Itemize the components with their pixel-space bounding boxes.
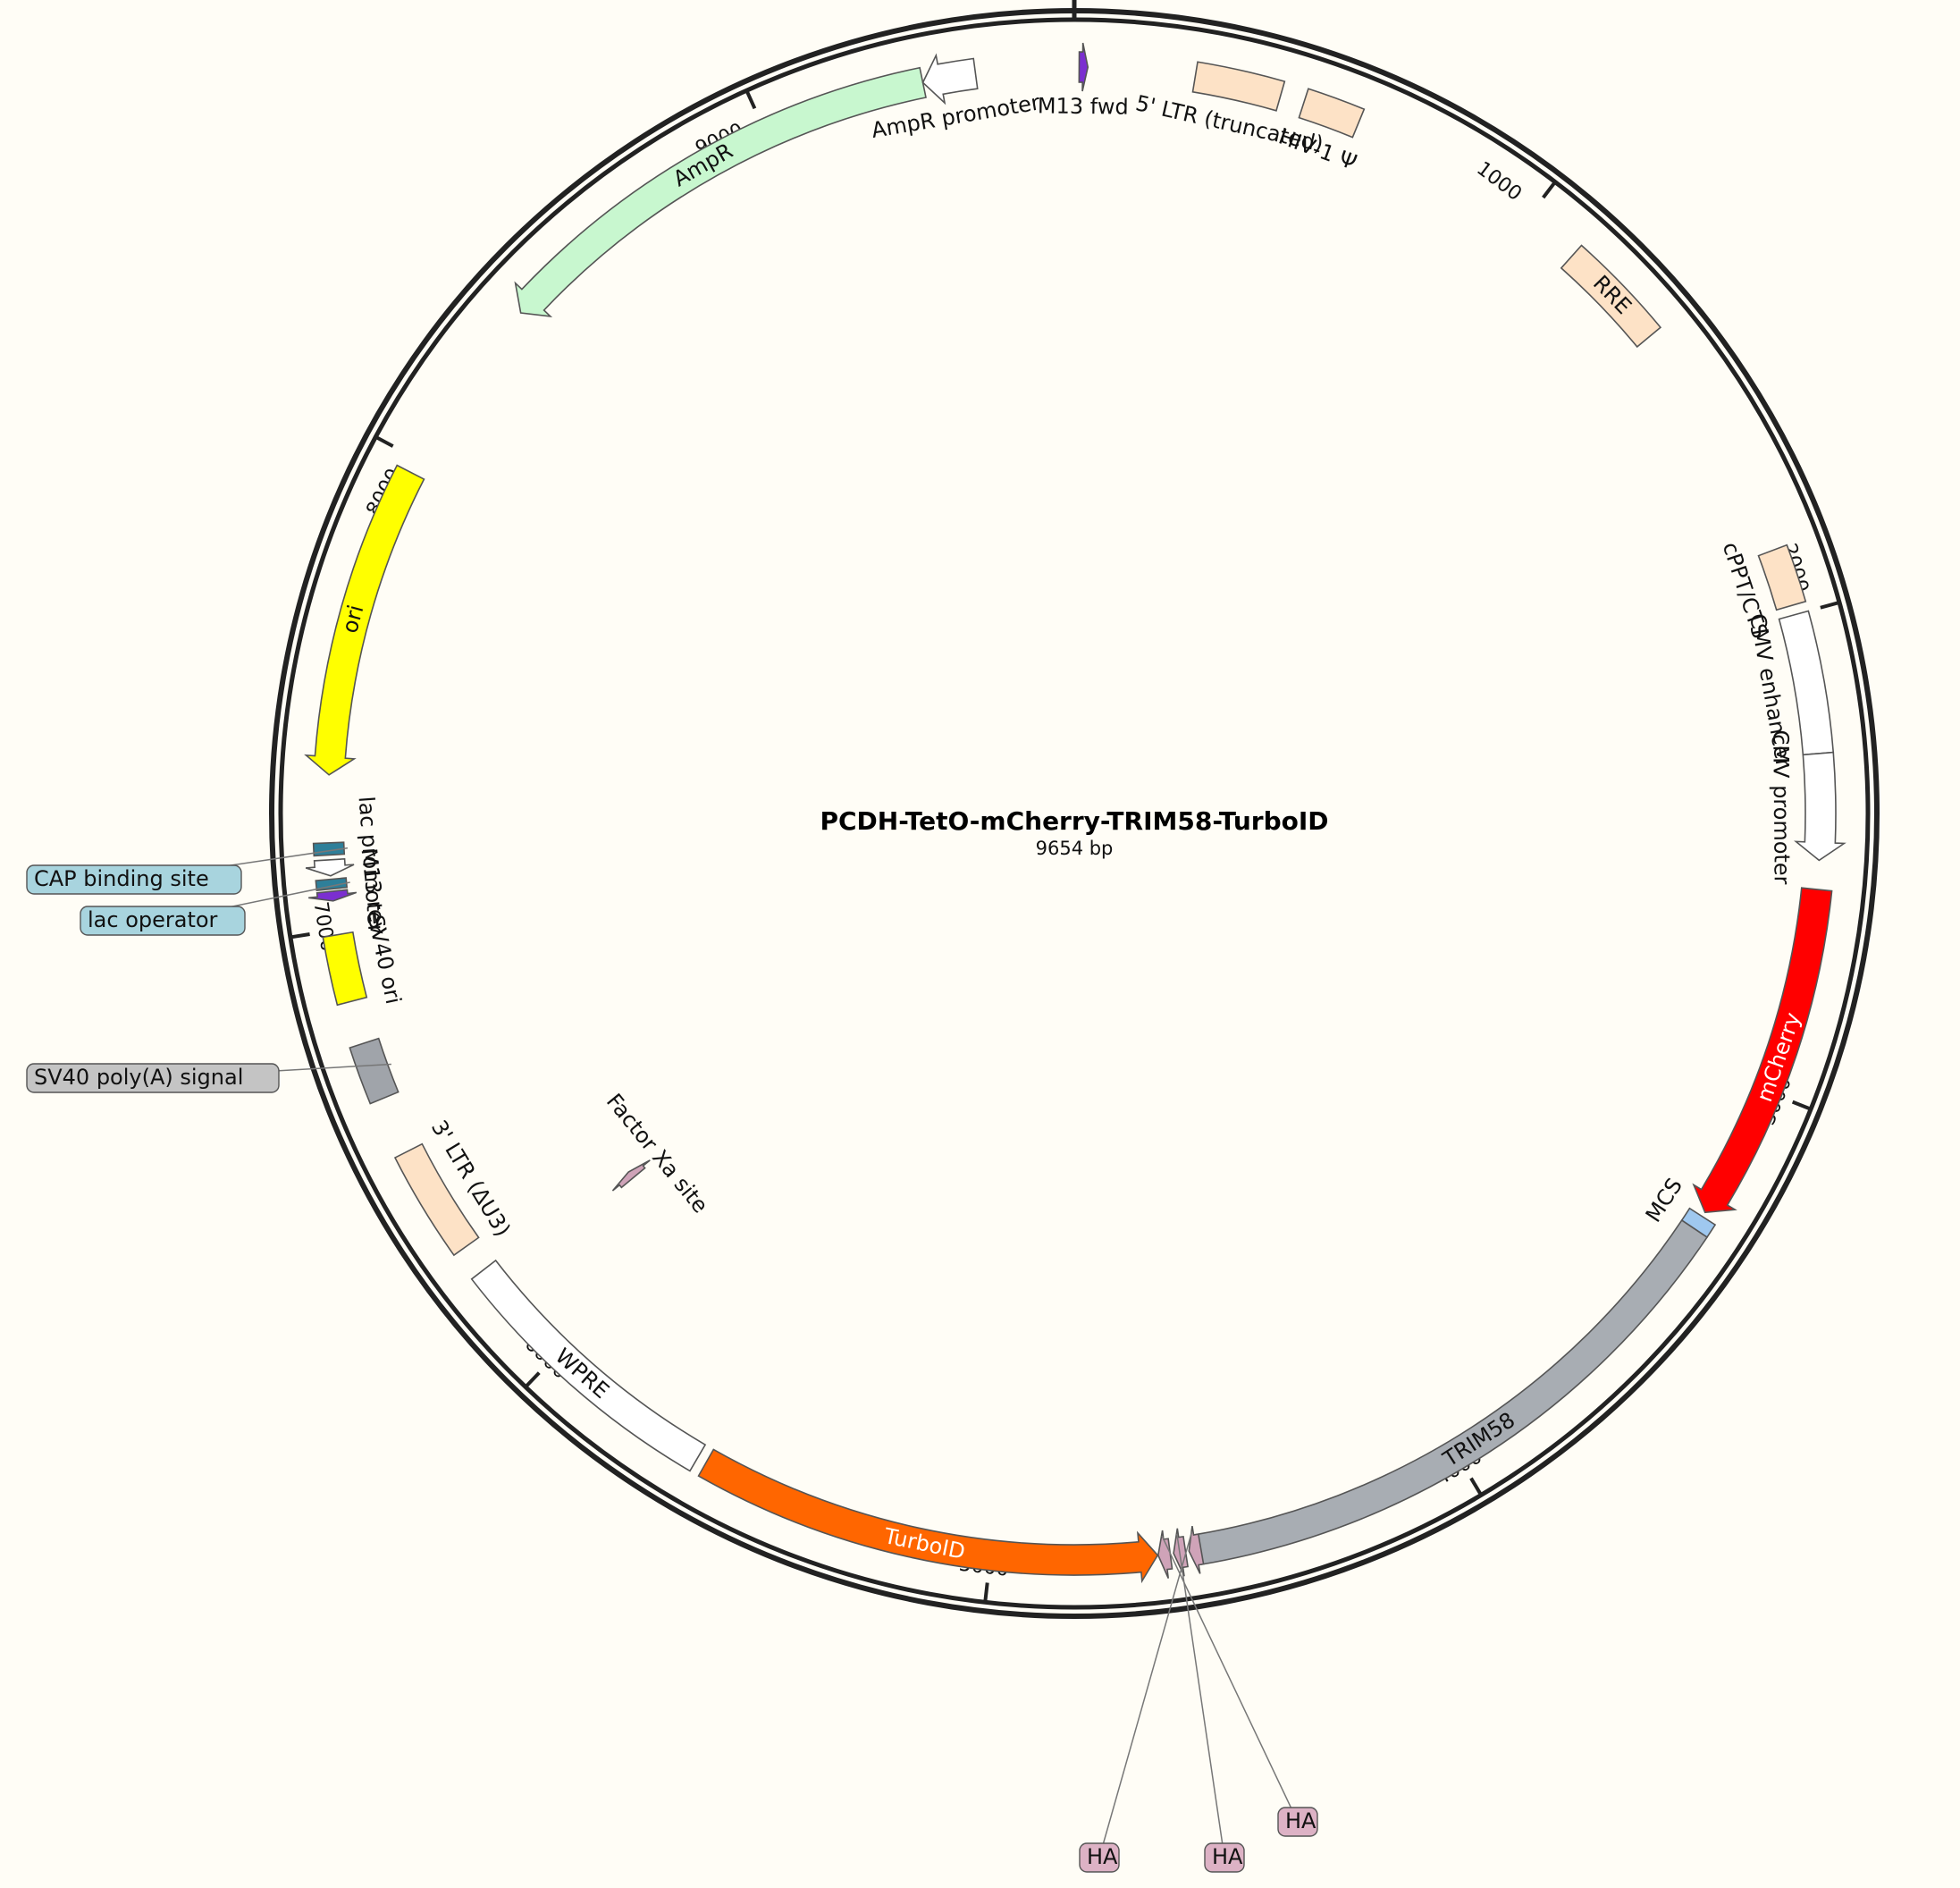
feature-mcherry[interactable] <box>1692 887 1833 1214</box>
feature-layer <box>304 42 1846 1584</box>
feature-rre[interactable] <box>1560 244 1662 349</box>
label-ha-3: HA <box>1285 1808 1316 1833</box>
leader-line <box>1161 1535 1299 1823</box>
tick-mark <box>1791 1100 1812 1111</box>
feature-sv40-polya[interactable] <box>349 1037 400 1105</box>
tick-mark <box>744 89 757 110</box>
label-tag-ha-2 <box>1204 1842 1245 1873</box>
label-lac-op: lac operator <box>88 907 218 932</box>
feature-turboid[interactable] <box>697 1448 1159 1584</box>
tick-mark <box>524 1371 541 1388</box>
feature-hiv1-psi[interactable] <box>1298 88 1366 139</box>
label-m13-fwd: M13 fwd <box>1038 93 1129 119</box>
feature-factor-xa[interactable] <box>611 1159 651 1192</box>
label-tag-lac-op <box>80 906 246 936</box>
feature-sv40-ori[interactable] <box>322 931 368 1007</box>
feature-ori[interactable] <box>304 464 425 776</box>
feature-ha-3[interactable] <box>1157 1530 1173 1579</box>
tick-mark <box>1542 181 1557 199</box>
label-cap-site: CAP binding site <box>34 866 209 891</box>
feature-cmv-prom[interactable] <box>1794 751 1846 862</box>
tick-mark <box>1469 1477 1483 1496</box>
feature-lac-prom[interactable] <box>305 857 355 877</box>
feature-wpre[interactable] <box>470 1259 707 1472</box>
label-tag-cap-site <box>26 864 242 895</box>
leader-line <box>1098 1531 1193 1858</box>
feature-cppt[interactable] <box>1757 544 1807 611</box>
plasmid-name: PCDH-TetO-mCherry-TRIM58-TurboID <box>820 806 1328 836</box>
label-sv40-polya: SV40 poly(A) signal <box>34 1065 243 1090</box>
tick-mark <box>983 1582 989 1603</box>
label-ha-1: HA <box>1087 1844 1118 1869</box>
feature-ha-2[interactable] <box>1173 1528 1189 1577</box>
tick-mark <box>1820 600 1840 610</box>
feature-ltr5[interactable] <box>1191 61 1286 112</box>
feature-m13-rev[interactable] <box>308 889 358 902</box>
label-ha-2: HA <box>1212 1844 1243 1869</box>
tick-mark <box>374 434 394 448</box>
tick-mark <box>290 932 310 940</box>
feature-ampr[interactable] <box>514 66 927 317</box>
feature-m13-fwd[interactable] <box>1078 42 1089 92</box>
feature-ltr3[interactable] <box>393 1142 480 1257</box>
leader-line <box>1176 1533 1225 1858</box>
plasmid-size: 9654 bp <box>1036 838 1114 859</box>
label-tag-ha-3 <box>1277 1807 1318 1837</box>
label-cmv-prom: CMV promoter <box>1768 729 1795 884</box>
label-tag-sv40-polya <box>26 1063 280 1093</box>
feature-ampr-prom[interactable] <box>921 53 979 105</box>
label-tag-ha-1 <box>1079 1842 1120 1873</box>
